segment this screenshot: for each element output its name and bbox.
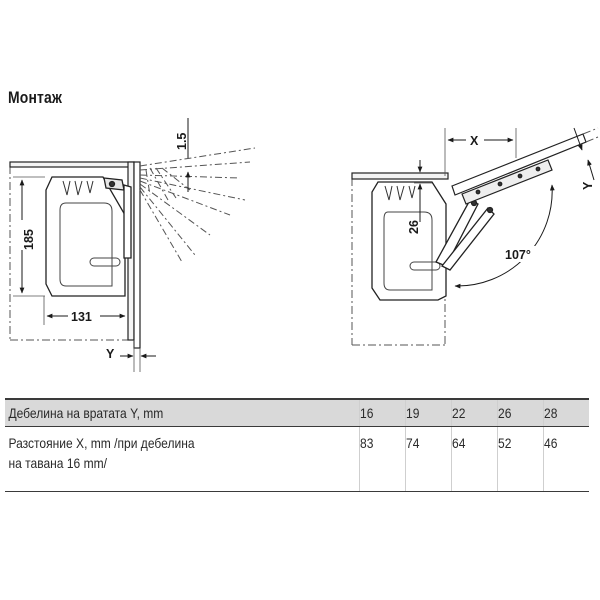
distance-row: Разстояние X, mm /при дебелина на тавана… <box>5 426 589 492</box>
depth-dimension-label: 131 <box>71 310 92 324</box>
table-cell: 83 <box>359 426 406 492</box>
door-thickness-row-label: Дебелина на вратата Y, mm <box>8 405 164 421</box>
y-dimension-right-label: Y <box>581 181 595 190</box>
table-cell: 16 <box>359 398 406 427</box>
door-thickness-label: Y <box>106 347 115 361</box>
table-cell: 64 <box>451 426 498 492</box>
door-thickness-row: Дебелина на вратата Y, mm 16 19 22 26 28 <box>5 398 589 427</box>
offset-dimension: 26 <box>407 160 432 234</box>
top-panel <box>9 161 135 168</box>
y-dimension-right: Y <box>573 127 595 190</box>
mounting-diagrams: 1.5 185 131 Y <box>9 118 599 372</box>
table-cell: 22 <box>451 398 498 427</box>
opening-angle-label: 107° <box>505 248 531 262</box>
distance-row-label-line1: Разстояние X, mm /при дебелина <box>8 435 195 451</box>
spec-table: Дебелина на вратата Y, mm 16 19 22 26 28… <box>5 398 589 492</box>
right-mounting-diagram: X Y 26 107° <box>351 127 599 346</box>
gap-dimension-label: 1.5 <box>175 133 189 150</box>
height-dimension-label: 185 <box>22 229 36 250</box>
table-cell: 46 <box>543 426 589 492</box>
height-dimension: 185 <box>13 176 45 297</box>
table-cell: 28 <box>543 398 589 427</box>
opening-angle: 107° <box>454 184 555 289</box>
table-cell: 74 <box>405 426 452 492</box>
distance-row-label-line2: на тавана 16 mm/ <box>8 455 108 471</box>
door-swing-lines <box>139 147 256 263</box>
table-cell: 26 <box>497 398 544 427</box>
x-dimension-label: X <box>470 134 479 148</box>
gap-dimension: 1.5 <box>175 118 191 192</box>
lift-mechanism <box>45 176 132 297</box>
x-dimension: X <box>444 128 517 176</box>
table-cell: 52 <box>497 426 544 492</box>
section-heading: Монтаж <box>8 88 63 107</box>
door-thickness-dimension: Y <box>106 340 156 372</box>
offset-dimension-label: 26 <box>407 220 421 234</box>
depth-dimension: 131 <box>43 296 126 325</box>
top-panel-right <box>351 172 449 180</box>
table-cell: 19 <box>405 398 452 427</box>
door-panel <box>133 161 141 349</box>
cabinet-outline <box>9 166 133 341</box>
left-mounting-diagram: 1.5 185 131 Y <box>9 118 256 372</box>
